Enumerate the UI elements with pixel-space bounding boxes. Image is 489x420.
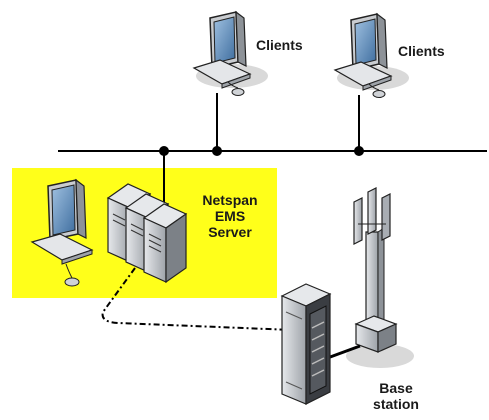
server-label-line1: Netspan bbox=[190, 192, 270, 208]
base-station-label-line2: station bbox=[366, 396, 426, 412]
server-label-line2: EMS bbox=[190, 208, 270, 224]
clients-left-label: Clients bbox=[256, 37, 303, 53]
base-station-label: Base station bbox=[366, 380, 426, 412]
base-station-label-line1: Base bbox=[366, 380, 426, 396]
cell-tower-icon bbox=[346, 188, 414, 368]
junction-dot bbox=[212, 146, 222, 156]
clients-right-label: Clients bbox=[398, 43, 445, 59]
desktop-computer-icon bbox=[194, 12, 268, 96]
server-label: Netspan EMS Server bbox=[190, 192, 270, 240]
server-label-line3: Server bbox=[190, 224, 270, 240]
junction-dot bbox=[354, 146, 364, 156]
junction-dot bbox=[159, 146, 169, 156]
rack-cabinet-icon bbox=[282, 284, 330, 404]
